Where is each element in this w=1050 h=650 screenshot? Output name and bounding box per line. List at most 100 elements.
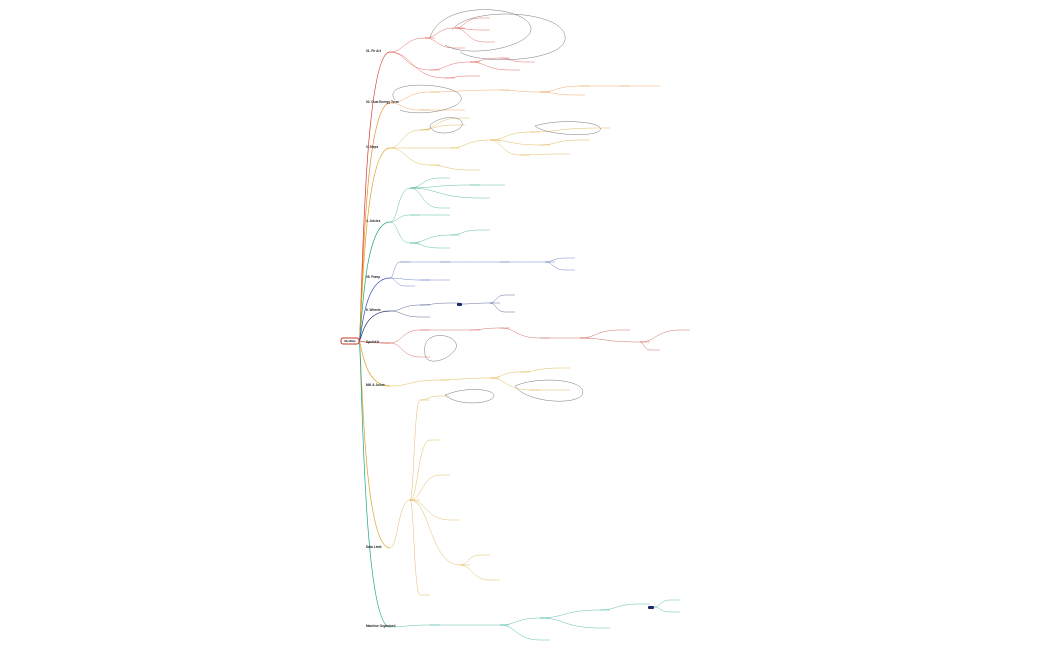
branch-10-edge-5	[599, 603, 641, 611]
branch-3-edge-2	[419, 117, 461, 131]
branch-9-edge-3	[409, 474, 441, 501]
branch-10-edge-8	[653, 606, 671, 613]
branch-4-edge-12	[409, 242, 441, 249]
branch-title-1[interactable]: 01. Fir Art	[366, 49, 382, 53]
branch-trunk-6	[358, 310, 391, 342]
branch-2-edge-8	[389, 102, 421, 111]
branch-4-edge-6	[409, 187, 441, 209]
branch-1-edge-11	[469, 61, 511, 71]
branch-9-edge-10	[409, 499, 421, 596]
root-label: MindMap	[344, 339, 356, 343]
branch-title-5[interactable]: 05. Pump	[366, 275, 380, 279]
branch-trunk-8	[358, 340, 391, 387]
branch-9-edge-9	[419, 395, 441, 401]
branch-4-edge-7	[389, 214, 411, 223]
branch-1-edge-1	[389, 37, 426, 53]
branch-8-edge-5	[489, 377, 531, 391]
branch-4-edge-10	[409, 234, 451, 244]
branch-2-edge-3	[499, 89, 541, 93]
branch-6-edge-2	[419, 302, 451, 306]
branch-2-edge-4	[539, 85, 581, 93]
branch-10-edge-9	[499, 624, 541, 641]
branch-7-edge-10	[389, 342, 421, 358]
branch-3-edge-13	[429, 164, 471, 171]
branch-1-edge-13	[444, 75, 471, 79]
branch-1-edge-4	[454, 27, 481, 31]
branch-7-edge-8	[639, 329, 681, 343]
branch-9-edge-2	[409, 439, 431, 501]
branch-2-edge-2	[429, 89, 501, 93]
branch-9-edge-4	[409, 499, 451, 521]
branch-5-edge-9	[389, 277, 406, 287]
branch-10-edge-3	[499, 617, 541, 626]
branch-2-edge-7	[539, 91, 576, 96]
branch-9-edge-8	[409, 399, 421, 501]
branch-6-edge-4	[489, 294, 506, 304]
branch-title-10[interactable]: Machine Organised	[366, 624, 395, 628]
branch-3-edge-9	[539, 139, 581, 146]
branch-6-edge-5	[489, 302, 506, 313]
branch-title-6[interactable]: 6. Wheels	[366, 308, 381, 312]
branch-title-2[interactable]: 02. Dust Energy Term	[366, 100, 399, 104]
branch-3-edge-10	[489, 139, 521, 156]
branch-8-edge-2	[439, 377, 491, 381]
branch-6-edge-1	[389, 304, 421, 312]
root-node[interactable]: MindMap	[340, 337, 360, 345]
branch-3-edge-6	[489, 131, 531, 141]
branch-5-edge-6	[544, 261, 566, 271]
branch-7-edge-9	[639, 341, 651, 351]
branch-titles: 01. Fir Art 02. Dust Energy Term 3. Step…	[366, 49, 399, 628]
branch-10-edge-1	[389, 624, 431, 628]
branch-2-edge-1	[389, 91, 431, 104]
branch-9-edge-7	[459, 564, 491, 581]
branch-9-edge-5	[409, 499, 461, 566]
branch-6-edge-6	[389, 310, 421, 318]
branch-1-edge-2	[424, 27, 456, 39]
branch-7-edge-6	[579, 329, 621, 339]
branch-1-edge-5	[454, 27, 486, 43]
branch-1-edge-6	[424, 37, 456, 49]
branch-4-edge-5	[409, 187, 481, 199]
branch-7-edge-1	[389, 329, 421, 344]
branch-7-edge-4	[499, 327, 541, 339]
badge-machine	[648, 606, 654, 609]
branch-4-edge-9	[389, 221, 411, 244]
branch-title-7[interactable]: Spell Kit	[366, 340, 380, 344]
branch-1-edge-10	[499, 57, 526, 63]
branch-3-edge-1	[389, 129, 421, 149]
branch-title-8[interactable]: Mill & Juicer	[366, 383, 386, 387]
branch-1-edge-12	[389, 51, 446, 79]
branch-10-edge-6	[539, 617, 601, 629]
branch-trunk-10	[358, 340, 391, 628]
branch-8-edge-1	[389, 379, 441, 387]
branch-4-edge-1	[389, 187, 411, 223]
branch-1-edge-7	[389, 51, 431, 71]
branch-10-edge-7	[653, 599, 671, 608]
branch-7-edge-3	[469, 327, 501, 331]
branch-8-edge-4	[519, 367, 561, 373]
branch-9-edge-1	[389, 499, 411, 549]
branch-3-edge-12	[389, 147, 431, 166]
branch-5-edge-1	[389, 261, 401, 279]
branch-8-edge-3	[489, 371, 521, 379]
branch-7-edge-7	[579, 337, 641, 343]
branch-4-edge-11	[449, 229, 481, 236]
branch-title-3[interactable]: 3. Steps	[366, 145, 378, 149]
branch-3-edge-5	[449, 139, 491, 149]
branch-1-edge-8	[429, 61, 471, 71]
mindmap-nodes	[400, 17, 690, 641]
branch-9-edge-6	[459, 554, 481, 566]
branch-10-edge-4	[539, 609, 601, 619]
mindmap-edges	[358, 17, 681, 641]
branch-5-edge-5	[544, 257, 566, 263]
dark-badges	[457, 303, 654, 609]
branch-6-edge-3	[461, 302, 491, 305]
badge-wheels	[457, 303, 462, 306]
branch-3-edge-7	[529, 127, 601, 133]
branch-trunk-7	[358, 340, 391, 344]
branch-4-edge-2	[409, 177, 441, 189]
branch-1-edge-3	[454, 17, 481, 29]
branch-title-4[interactable]: 4. Juicies	[366, 219, 381, 223]
branch-title-9[interactable]: Data Limit	[366, 545, 382, 549]
